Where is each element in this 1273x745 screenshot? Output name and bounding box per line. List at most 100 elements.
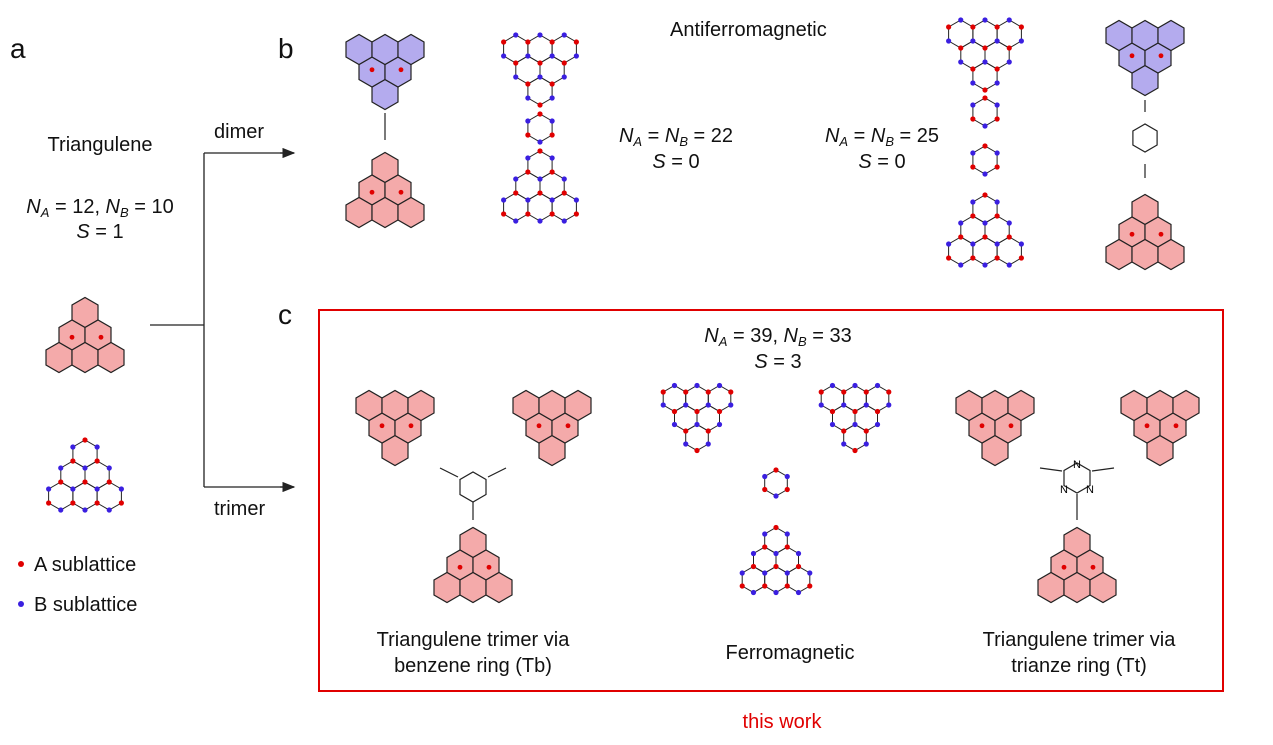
dimer2-top-lattice-site-dot: [1006, 59, 1012, 65]
dimer2-top-lattice-site-dot: [958, 17, 964, 23]
ferro-bottom-lattice-site-dot: [795, 589, 802, 596]
dimer1-top-lattice-cell: [503, 34, 529, 64]
dimer2-top-lattice-site-dot: [1006, 17, 1012, 23]
trimer-spin: S = 3: [754, 351, 802, 373]
ferro-left-lattice-site-dot: [694, 382, 700, 389]
ferro-bottom-lattice-site-dot: [750, 589, 757, 596]
dimer2-bottom-lattice-site-dot: [970, 241, 976, 247]
dimer2-bottom-lattice-cell: [972, 236, 998, 266]
dimer1-top-lattice-site-dot: [513, 32, 519, 38]
dimer2-top-lattice-cell: [972, 19, 998, 49]
panel-label-a: a: [10, 33, 26, 64]
tt-right-radical-dot: [1144, 423, 1150, 429]
ferro-bottom-lattice-site-dot: [784, 570, 790, 576]
dimer2-top-lattice-site-dot: [946, 38, 952, 44]
dimer1-spin: S = 0: [652, 151, 700, 173]
tt-left-radical-dot: [1008, 423, 1014, 429]
dimer1-bottom-radical-dot: [369, 189, 375, 195]
tt-right-ring: [1172, 389, 1200, 422]
dimer2-link2-site-dot: [994, 164, 1000, 170]
triangulene-a-lattice-site-dot: [70, 458, 76, 464]
ferro-bottom-lattice-site-dot: [807, 570, 813, 576]
dimer1-top-lattice-site-dot: [549, 95, 555, 101]
ferro-right-lattice-site-dot: [829, 421, 836, 428]
triangulene-a-lattice-site-dot: [70, 500, 76, 506]
ferro-right-lattice-site-dot: [852, 382, 858, 389]
ferro-bottom-lattice-site-dot: [762, 531, 768, 537]
triangulene-a-lattice-cell: [84, 460, 110, 490]
dimer1-bottom-radical-dot: [398, 189, 404, 195]
ferro-right-lattice-site-dot: [886, 402, 892, 408]
ferro-right-lattice-site-dot: [818, 402, 824, 408]
dimer1-bottom-lattice-site-dot: [513, 190, 519, 196]
dimer1-top-lattice-cell: [539, 55, 565, 85]
dimer2-link1-site-dot: [982, 95, 988, 101]
caption-tt-line1: Triangulene trimer via: [982, 629, 1176, 651]
dimer2-bottom-lattice-site-dot: [1018, 241, 1024, 247]
trimer-counts: NA = 39, NB = 33: [704, 325, 852, 349]
triangulene-a-lattice-site-dot: [82, 507, 88, 513]
triangulene-a-lattice-site-dot: [118, 486, 124, 492]
dimer2-link2-cell: [972, 145, 998, 175]
ferro-right-lattice-site-dot: [829, 382, 836, 389]
ferro-left-lattice-site-dot: [728, 402, 734, 408]
dimer2-link2-site-dot: [982, 143, 988, 149]
panel-label-c: c: [278, 299, 292, 330]
dimer2-bottom-lattice-site-dot: [982, 220, 988, 226]
triangulene-a-lattice-cell: [96, 481, 122, 511]
dimer1-top-lattice-site-dot: [525, 81, 531, 87]
dimer2-top-lattice-site-dot: [994, 38, 1000, 44]
dimer1-bottom-lattice-cell: [551, 192, 577, 222]
dimer2-bottom-lattice-site-dot: [994, 199, 1000, 205]
dimer2-top-lattice-site-dot: [1018, 38, 1024, 44]
b-sublattice-dot-icon: [18, 600, 24, 607]
ferro-left-lattice-site-dot: [705, 428, 711, 434]
dimer2-top-lattice-cell: [972, 61, 998, 91]
ferro-right-lattice-site-dot: [863, 402, 869, 408]
dimer2-top-lattice-site-dot: [982, 87, 988, 93]
ferro-right-lattice-site-dot: [886, 389, 892, 395]
dimer1-bottom-lattice-site-dot: [573, 211, 579, 217]
dimer1-bottom-lattice-site-dot: [561, 176, 567, 182]
ferro-right-lattice-site-dot: [841, 428, 847, 434]
dimer2-top-lattice-cell: [960, 40, 986, 70]
dimer1-top-lattice-site-dot: [537, 60, 543, 66]
caption-tb-line1: Triangulene trimer via: [376, 629, 570, 651]
ferro-bottom-lattice-site-dot: [795, 563, 802, 570]
dimer1-bottom-lattice-site-dot: [525, 169, 531, 175]
ferro-left-lattice-site-dot: [683, 441, 689, 447]
ferro-bottom-lattice-site-dot: [762, 570, 768, 576]
ferro-bottom-lattice-site-dot: [739, 570, 745, 576]
ferro-left-lattice-site-dot: [660, 389, 666, 395]
dimer2-link2-site-dot: [970, 150, 976, 156]
triangulene-a-lattice-site-dot: [82, 479, 88, 485]
dimer1-bottom-lattice-cell: [503, 192, 529, 222]
ferro-left-lattice-site-dot: [660, 402, 666, 408]
this-work-label: this work: [742, 711, 822, 733]
tb-bottom-radical-dot: [457, 564, 463, 570]
ferro-left-lattice-site-dot: [694, 421, 700, 428]
dimer1-bottom-lattice-site-dot: [537, 148, 543, 154]
dimer2-top-lattice-site-dot: [958, 45, 964, 51]
ferro-center-site-dot: [773, 467, 779, 473]
dimer2-bottom-lattice-site-dot: [958, 262, 964, 268]
dimer1-top-lattice-site-dot: [513, 60, 519, 66]
tb-left-radical-dot: [379, 423, 385, 429]
dimer2-top-lattice-site-dot: [994, 24, 1000, 30]
dimer1-top-lattice-cell: [515, 55, 541, 85]
triangulene-a-lattice-cell: [60, 460, 86, 490]
caption-tb-line2: benzene ring (Tb): [394, 655, 552, 677]
ferro-bottom-lattice-site-dot: [762, 583, 768, 589]
triangulene-a-lattice-site-dot: [94, 458, 100, 464]
dimer2-bottom-lattice-site-dot: [982, 234, 988, 240]
tb-right-radical-dot: [536, 423, 542, 429]
triangulene-spin: S = 1: [76, 221, 124, 243]
dimer1-bottom-lattice-site-dot: [501, 197, 507, 203]
dimer1-link-site-dot: [525, 132, 531, 138]
branch-connector: [150, 152, 294, 488]
dimer2-bottom-lattice-site-dot: [982, 262, 988, 268]
dimer2-link1-cell: [972, 97, 998, 127]
this-work-highlight-box: [318, 309, 1224, 692]
dimer2-bottom-lattice-site-dot: [946, 255, 952, 261]
